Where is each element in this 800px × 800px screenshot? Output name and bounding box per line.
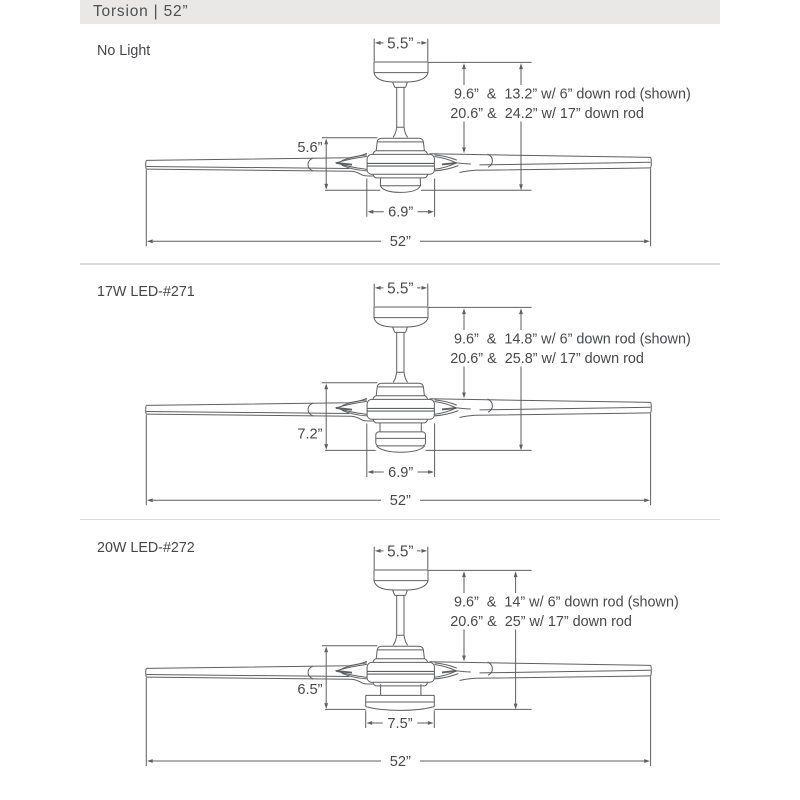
svg-text:6.9”: 6.9”	[388, 205, 413, 221]
svg-text:5.6”: 5.6”	[297, 140, 322, 156]
svg-text:5.5”: 5.5”	[387, 35, 413, 52]
svg-text:20.6” & 25” w/ 17” down rod: 20.6” & 25” w/ 17” down rod	[450, 614, 632, 630]
svg-text:7.2”: 7.2”	[297, 427, 322, 443]
svg-text:20.6” & 25.8” w/ 17” down rod: 20.6” & 25.8” w/ 17” down rod	[450, 351, 644, 367]
svg-text:52”: 52”	[390, 234, 411, 250]
svg-text:7.5”: 7.5”	[387, 716, 412, 732]
svg-text:9.6” & 14” w/ 6” down rod (s: 9.6” & 14” w/ 6” down rod (shown)	[454, 594, 679, 610]
svg-text:6.9”: 6.9”	[388, 465, 413, 481]
svg-text:52”: 52”	[390, 493, 411, 509]
svg-text:9.6” & 13.2” w/ 6” down rod: 9.6” & 13.2” w/ 6” down rod (shown)	[454, 86, 691, 102]
svg-text:9.6” & 14.8” w/ 6” down rod: 9.6” & 14.8” w/ 6” down rod (shown)	[454, 331, 691, 347]
svg-text:6.5”: 6.5”	[297, 682, 322, 698]
svg-text:20.6” & 24.2” w/ 17” down rod: 20.6” & 24.2” w/ 17” down rod	[450, 106, 644, 122]
svg-text:52”: 52”	[390, 754, 411, 770]
